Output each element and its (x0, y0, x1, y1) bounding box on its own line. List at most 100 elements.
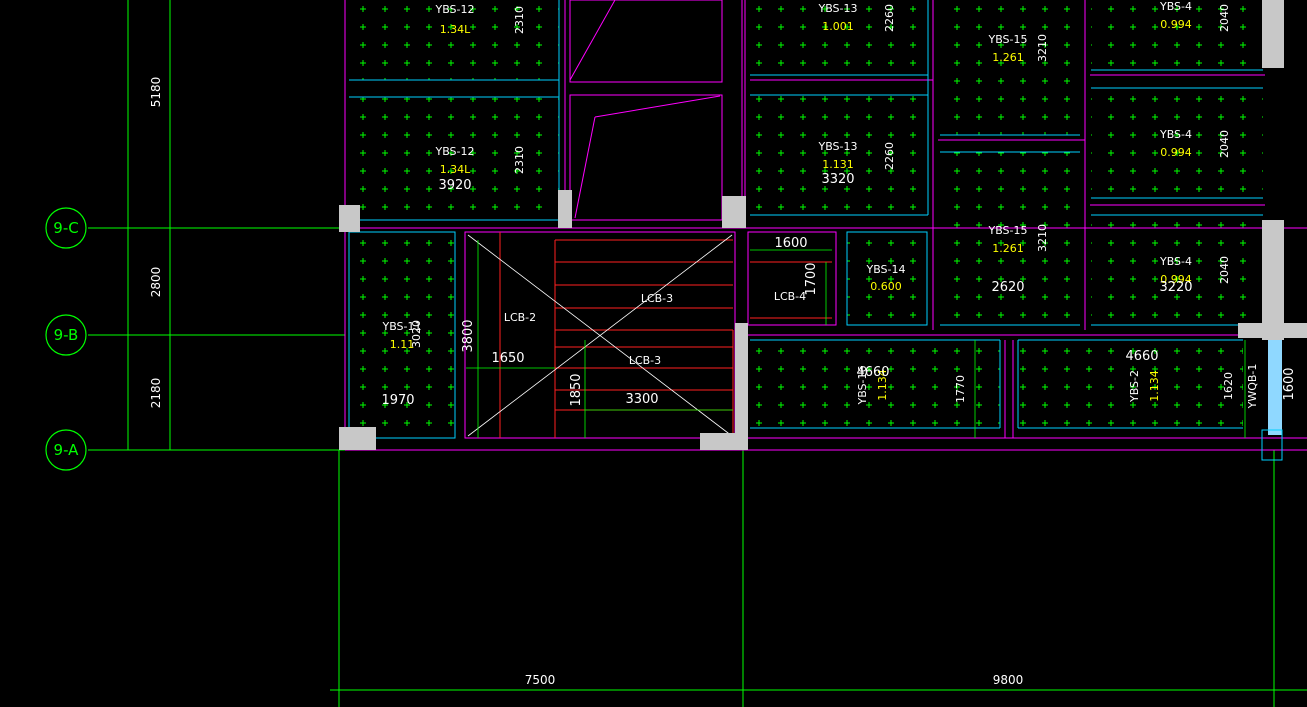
grid-bubble-9b: 9-B (45, 314, 87, 356)
slab-dim: 3320 (821, 172, 854, 187)
slab-value: 0.994 (1160, 273, 1192, 286)
grid-bubbles: 9-C 9-B 9-A (45, 207, 87, 471)
grid-bubble-9a: 9-A (45, 429, 87, 471)
slab-hatch (750, 0, 928, 78)
column-layer (339, 0, 1307, 461)
stair-labels: LCB-2 LCB-3 LCB-3 LCB-4 YWQB-1 3800 1650… (461, 236, 1297, 409)
column-wall (1268, 340, 1282, 435)
label-lcb3-bottom: LCB-3 (629, 354, 661, 367)
label-lcb2: LCB-2 (504, 311, 536, 324)
slab-dim: 3020 (410, 320, 423, 348)
column (339, 205, 360, 232)
slab-outline-layer (344, 0, 1307, 451)
slab-hatch (847, 232, 927, 325)
slab-hatch (349, 97, 559, 220)
slab-name: YBS-13 (817, 140, 857, 153)
slab-name: YBS-16 (856, 365, 869, 405)
column (700, 433, 747, 450)
grid-axis-layer (88, 0, 1307, 707)
slab-value: 1.134 (1148, 370, 1161, 402)
slab-hatch (750, 340, 1000, 428)
dim-1650: 1650 (491, 351, 524, 366)
column (1238, 323, 1307, 338)
slab-name: YBS-11 (381, 320, 421, 333)
dim-1600b: 1600 (1282, 367, 1297, 400)
slab-dim: 1970 (381, 393, 414, 408)
dim-1600: 1600 (774, 236, 807, 251)
slab-dim: 2310 (513, 6, 526, 34)
column-outline (1261, 429, 1283, 461)
slab-value: 0.994 (1160, 18, 1192, 31)
slab-value: 1.34L (440, 23, 471, 36)
slab-dim: 3220 (1159, 280, 1192, 295)
slab-name: YBS-4 (1159, 0, 1192, 13)
slab-dim: 3210 (1036, 34, 1049, 62)
slab-dim: 2040 (1218, 4, 1231, 32)
slab-hatch-layer (349, 0, 1263, 438)
label-ywqb: YWQB-1 (1246, 364, 1259, 410)
label-lcb4: LCB-4 (774, 290, 806, 303)
slab-value: 0.994 (1160, 146, 1192, 159)
grid-bubble-label: 9-B (54, 326, 79, 344)
slab-hatch (1018, 340, 1243, 428)
slab-hatch (940, 0, 1080, 135)
slab-value: 0.600 (870, 280, 902, 293)
slab-name: YBS-13 (817, 2, 857, 15)
dim-1850: 1850 (569, 373, 584, 406)
slab-name: YBS-15 (987, 33, 1027, 46)
stair-layer (466, 232, 1246, 438)
slab-hatch (940, 152, 1080, 325)
slab-hatch (750, 95, 928, 217)
column (1262, 220, 1284, 340)
slab-hatch (349, 232, 455, 438)
slab-value: 1.131 (822, 158, 854, 171)
column (558, 190, 572, 228)
dim-3800: 3800 (461, 319, 476, 352)
slab-value: 1.34L (440, 163, 471, 176)
slab-hatch (349, 0, 559, 80)
slab-dim: 4660 (1125, 349, 1158, 364)
column (735, 323, 748, 450)
dim-1700: 1700 (804, 262, 819, 295)
dim-text-2180: 2180 (149, 378, 163, 409)
vertical-dimensions: 5180 2800 2180 (149, 77, 163, 409)
slab-dim: 2260 (883, 142, 896, 170)
slab-name: YBS-4 (1159, 128, 1192, 141)
slab-name: YBS-14 (865, 263, 905, 276)
dim-3300: 3300 (625, 392, 658, 407)
slab-name: YBS-12 (434, 3, 474, 16)
slab-labels: YBS-12 1.34L 2310 YBS-12 1.34L 3920 2310… (381, 0, 1235, 408)
slab-dim: 1770 (954, 375, 967, 403)
column (339, 427, 376, 450)
slab-dim: 2040 (1218, 130, 1231, 158)
bottom-dimensions: 7500 9800 (525, 673, 1024, 687)
column (1262, 0, 1284, 68)
slab-hatch (1091, 88, 1263, 198)
slab-value: 1.11 (390, 338, 415, 351)
dim-text-2800: 2800 (149, 267, 163, 298)
label-lcb3-top: LCB-3 (641, 292, 673, 305)
slab-hatch (1091, 0, 1263, 70)
grid-bubble-9c: 9-C (45, 207, 87, 249)
column (722, 196, 746, 228)
slab-name: YBS-4 (1159, 255, 1192, 268)
slab-hatch (1091, 215, 1263, 325)
slab-dim: 1620 (1222, 372, 1235, 400)
slab-value: 1.261 (992, 242, 1024, 255)
slab-value: 1.001 (822, 20, 854, 33)
slab-name: YBS-2 (1128, 370, 1141, 403)
slab-name: YBS-12 (434, 145, 474, 158)
grid-bubble-label: 9-C (53, 219, 78, 237)
slab-dim: 2040 (1218, 256, 1231, 284)
slab-dim: 2310 (513, 146, 526, 174)
slab-name: YBS-15 (987, 224, 1027, 237)
slab-dim: 4660 (856, 365, 889, 380)
dim-text-9800: 9800 (993, 673, 1024, 687)
grid-bubble-label: 9-A (54, 441, 80, 459)
slab-dim: 3920 (438, 178, 471, 193)
slab-dim: 3210 (1036, 224, 1049, 252)
slab-value: 1.261 (992, 51, 1024, 64)
slab-dim: 2260 (883, 4, 896, 32)
dim-text-5180: 5180 (149, 77, 163, 108)
